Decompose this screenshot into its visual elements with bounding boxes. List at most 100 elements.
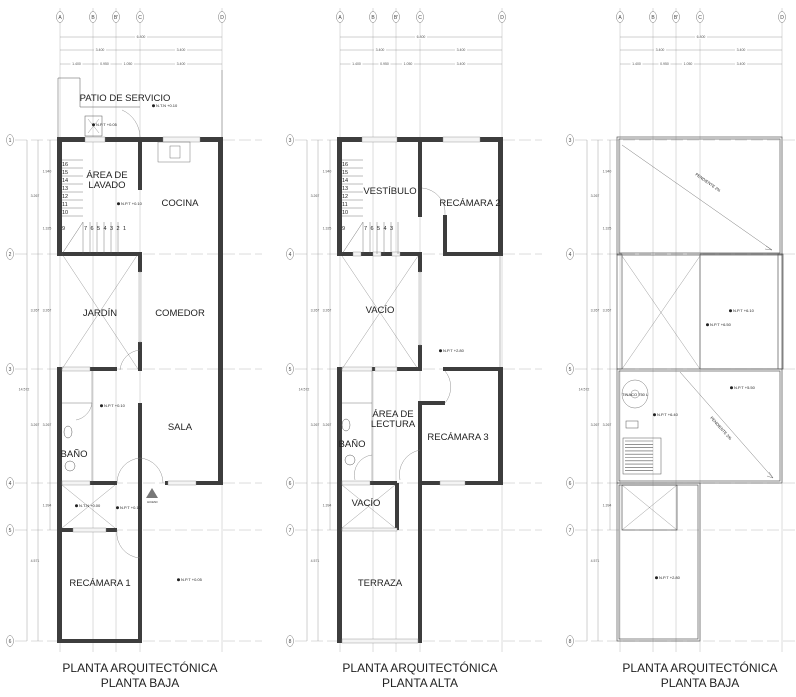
axis-label: 4 [569,252,572,258]
wall [418,254,422,272]
wall [395,483,399,530]
dimension-label: 14.572 [299,388,310,392]
roof-outline [617,369,782,483]
level-label: N.P.T +0.05 [96,122,118,127]
window [62,367,90,371]
axis-label: 4 [289,252,292,258]
dimension-label: 1.940 [603,170,612,174]
level-marker-icon [116,506,119,509]
axis-label: D [780,15,784,21]
stair-number: 4 [104,226,107,232]
dimension-label: 3.400 [656,48,665,52]
level-marker-icon [653,413,656,416]
wall [57,639,142,643]
dimension-label: 4.571 [31,559,40,563]
stair-number: 13 [62,186,68,192]
stair-number: 4 [384,226,387,232]
window [342,367,372,371]
window [392,252,400,256]
axis-label: 6 [9,639,12,645]
level-marker-icon [92,123,95,126]
stair-number: 6 [91,226,94,232]
level-label: N.T.N +0.10 [156,103,178,108]
dimension-label: 3.400 [177,62,186,66]
axis-label: 6 [289,481,292,487]
axis-label: 3 [9,367,12,373]
dimension-label: 3.400 [96,48,105,52]
dimension-label: 3.267 [603,309,612,313]
axis-label: B' [394,15,398,21]
stair-number: 2 [117,226,120,232]
plan-title: PLANTA ARQUITECTÓNICA [342,660,497,675]
door-swing [120,350,140,370]
stair-number: 9 [342,226,345,232]
dimension-label: 1.394 [43,504,52,508]
level-marker-icon [152,104,155,107]
level-marker-icon [100,404,103,407]
window [85,137,105,142]
dimension-label: 3.267 [43,423,52,427]
plan-title: PLANTA ARQUITECTÓNICA [622,660,777,675]
window [342,481,370,485]
level-label: N.P.T +2.80 [443,348,465,353]
room-label-jardin: JARDÍN [83,308,117,319]
level-label: N.P.T +5.50 [734,385,756,390]
level-label: N.P.T +6.10 [733,308,755,313]
window [440,481,465,485]
stair-number: 16 [342,162,348,168]
window [353,252,361,256]
dimension-label: 3.267 [603,423,612,427]
room-label-lectura: LECTURA [371,419,416,430]
level-marker-icon [117,202,120,205]
stair-number: 11 [342,202,348,208]
level-marker-icon [439,349,442,352]
door-swing [76,403,92,420]
dimension-label: 4.571 [591,559,600,563]
dimension-label: 3.267 [591,309,600,313]
room-label-vacio: VACÍO [366,305,395,316]
room-label-lavado: LAVADO [88,180,125,191]
wall [418,142,422,217]
dimension-label: 3.267 [311,194,320,198]
toilet-icon [65,461,75,471]
axis-label: 8 [289,639,292,645]
washbasin-icon [342,419,350,431]
dimension-label: 3.267 [43,309,52,313]
stair-number: 16 [62,162,68,168]
axis-label: C [138,15,142,21]
roof-outline [617,483,700,641]
stair-number: 7 [84,226,87,232]
level-label: N.P.T +2.80 [659,575,681,580]
roof-outline [619,371,780,481]
room-label-terraza: TERRAZA [358,578,403,589]
stair-number: 15 [62,170,68,176]
level-marker-icon [75,504,78,507]
wall [418,403,422,643]
wall [138,142,142,190]
window [419,272,421,345]
axis-label: 2 [9,252,12,258]
roof-outline [619,485,698,639]
door-swing [117,530,140,558]
axis-label: 3 [569,138,572,144]
axis-label: C [418,15,422,21]
axis-label: C [698,15,702,21]
slope-label: PENDIENTE 2% [694,172,722,193]
slope-arrow [680,372,773,478]
roof-outline [617,254,622,369]
level-marker-icon [177,578,180,581]
wall [443,367,503,371]
window [139,272,141,342]
dimension-label: 1.050 [124,62,133,66]
stair-number: 5 [377,226,380,232]
heater-icon [626,421,638,428]
access-arrow-icon [146,488,158,498]
dimension-label: 3.267 [323,309,332,313]
room-label-comedor: COMEDOR [155,308,205,319]
line [769,472,773,478]
level-marker-icon [655,576,658,579]
room-label-recamara-3: RECÁMARA 3 [427,432,488,443]
stair-number: 3 [110,226,113,232]
